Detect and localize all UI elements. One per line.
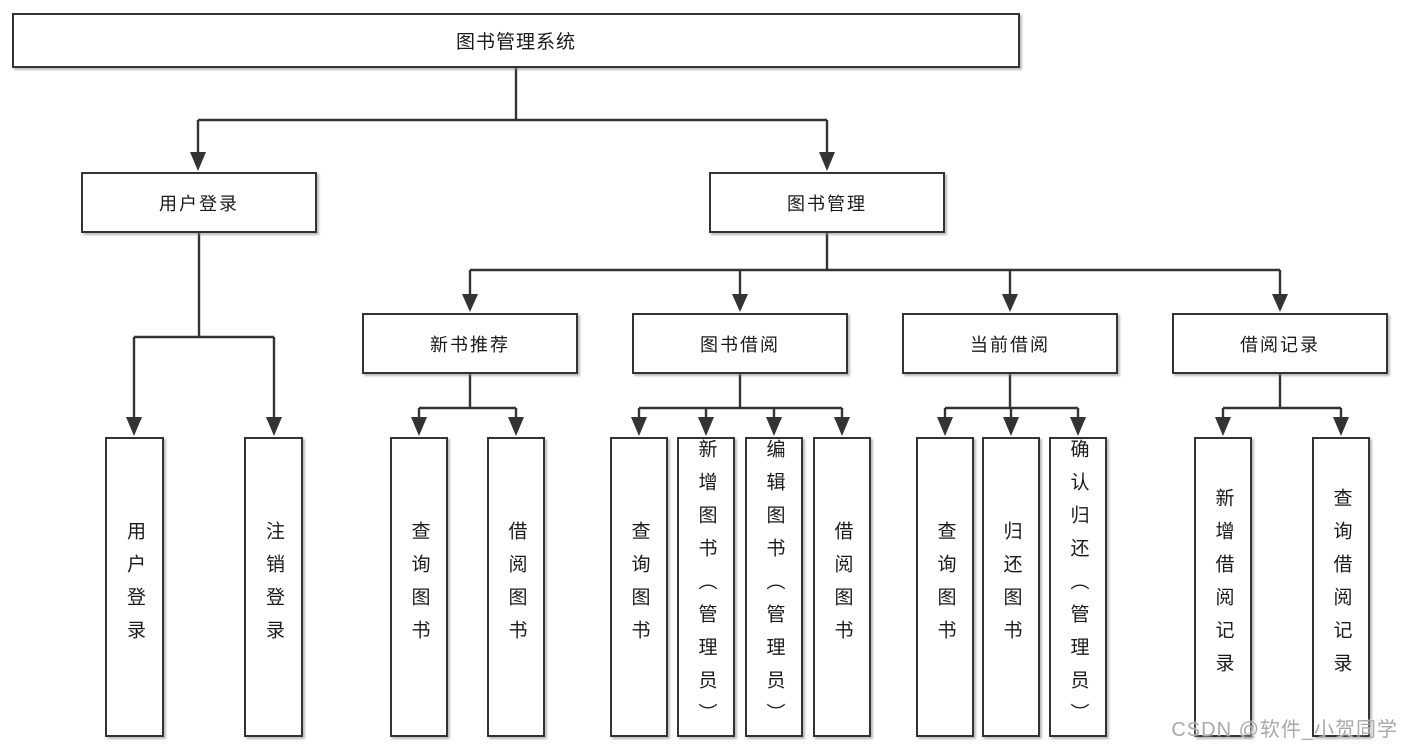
leaf-label: 注销登录 (263, 521, 284, 653)
node-book-borrowing: 图书借阅 (632, 313, 848, 374)
leaf-label: 编辑图书（管理员） (763, 439, 785, 736)
leaf-label: 用户登录 (124, 521, 145, 653)
node-label: 图书管理 (787, 193, 867, 214)
leaf-add-books-admin: 新增图书（管理员） (677, 437, 735, 737)
csdn-watermark: CSDN @软件_小贺同学 (1171, 719, 1398, 741)
leaf-return-books: 归还图书 (982, 437, 1040, 737)
leaf-label: 查询借阅记录 (1330, 488, 1352, 686)
leaf-label: 新增图书（管理员） (695, 439, 717, 736)
leaf-borrow-books: 借阅图书 (813, 437, 871, 737)
node-user-login-branch: 用户登录 (81, 172, 317, 233)
node-label: 用户登录 (159, 193, 239, 214)
leaf-query-books-recommend: 查询图书 (390, 437, 448, 737)
node-label: 当前借阅 (970, 334, 1050, 355)
leaf-label: 新增借阅记录 (1212, 488, 1234, 686)
leaf-query-books-current: 查询图书 (916, 437, 974, 737)
leaf-user-login: 用户登录 (105, 437, 164, 737)
leaf-label: 查询图书 (934, 521, 956, 653)
leaf-label: 确认归还（管理员） (1067, 439, 1089, 736)
leaf-label: 借阅图书 (505, 521, 527, 653)
node-label: 图书借阅 (700, 334, 780, 355)
node-current-borrowing: 当前借阅 (902, 313, 1118, 374)
leaf-add-borrow-record: 新增借阅记录 (1194, 437, 1252, 737)
node-borrowing-records: 借阅记录 (1172, 313, 1388, 374)
node-label: 借阅记录 (1240, 334, 1320, 355)
node-label: 图书管理系统 (455, 32, 576, 53)
leaf-logout: 注销登录 (244, 437, 303, 737)
leaf-edit-books-admin: 编辑图书（管理员） (745, 437, 803, 737)
leaf-label: 借阅图书 (831, 521, 853, 653)
leaf-query-borrow-record: 查询借阅记录 (1312, 437, 1370, 737)
leaf-confirm-return-admin: 确认归还（管理员） (1049, 437, 1107, 737)
node-book-management-branch: 图书管理 (709, 172, 945, 233)
leaf-label: 归还图书 (1000, 521, 1022, 653)
leaf-borrow-books-recommend: 借阅图书 (487, 437, 545, 737)
leaf-label: 查询图书 (408, 521, 430, 653)
leaf-label: 查询图书 (628, 521, 650, 653)
node-root-system: 图书管理系统 (12, 13, 1020, 68)
node-label: 新书推荐 (430, 334, 510, 355)
node-new-book-recommend: 新书推荐 (362, 313, 578, 374)
leaf-query-books-borrowing: 查询图书 (610, 437, 668, 737)
